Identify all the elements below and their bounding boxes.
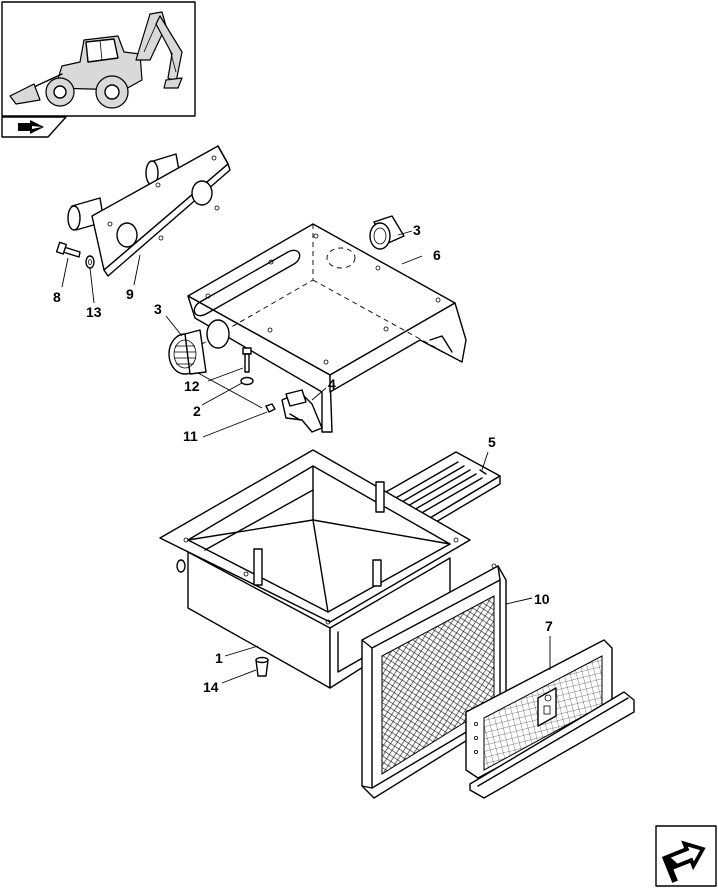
callout-6: 6 xyxy=(433,247,441,263)
part-8-bolt xyxy=(55,241,81,258)
part-2-washer xyxy=(240,376,254,386)
callout-8: 8 xyxy=(53,289,61,305)
next-page-arrow-icon xyxy=(661,840,706,883)
part-11-screw xyxy=(265,403,276,413)
callout-7: 7 xyxy=(545,618,553,634)
leader-lines xyxy=(61,230,551,684)
part-13-washer xyxy=(85,255,95,269)
part-14-drain-fitting xyxy=(255,656,269,677)
back-arrow-icon xyxy=(18,120,44,134)
next-page-button[interactable] xyxy=(655,825,717,887)
part-10-filter xyxy=(361,565,507,799)
part-1-tray xyxy=(159,449,497,689)
callout-1: 1 xyxy=(215,650,223,666)
back-nav-button[interactable] xyxy=(1,116,67,138)
callout-13: 13 xyxy=(86,304,102,320)
part-12-bolt xyxy=(242,347,252,373)
callout-3-top: 3 xyxy=(413,222,421,238)
callout-4: 4 xyxy=(328,376,336,392)
part-7-grille xyxy=(465,639,635,799)
callout-2: 2 xyxy=(193,403,201,419)
part-3-grommet-top xyxy=(369,215,405,250)
part-9-duct-plate xyxy=(67,145,231,277)
backhoe-loader-icon xyxy=(9,11,183,109)
machine-thumbnail xyxy=(1,1,196,117)
callout-5: 5 xyxy=(488,434,496,450)
callout-9: 9 xyxy=(126,286,134,302)
callout-labels: 1 2 3 3 4 5 6 7 8 9 10 11 12 13 14 xyxy=(53,222,553,695)
callout-11: 11 xyxy=(183,428,198,444)
callout-12: 12 xyxy=(184,378,200,394)
part-6-housing xyxy=(187,223,467,433)
callout-3-left: 3 xyxy=(154,301,162,317)
callout-14: 14 xyxy=(203,679,219,695)
callout-10: 10 xyxy=(534,591,550,607)
part-3-grille-left xyxy=(168,329,207,375)
part-4-latch xyxy=(281,389,323,433)
